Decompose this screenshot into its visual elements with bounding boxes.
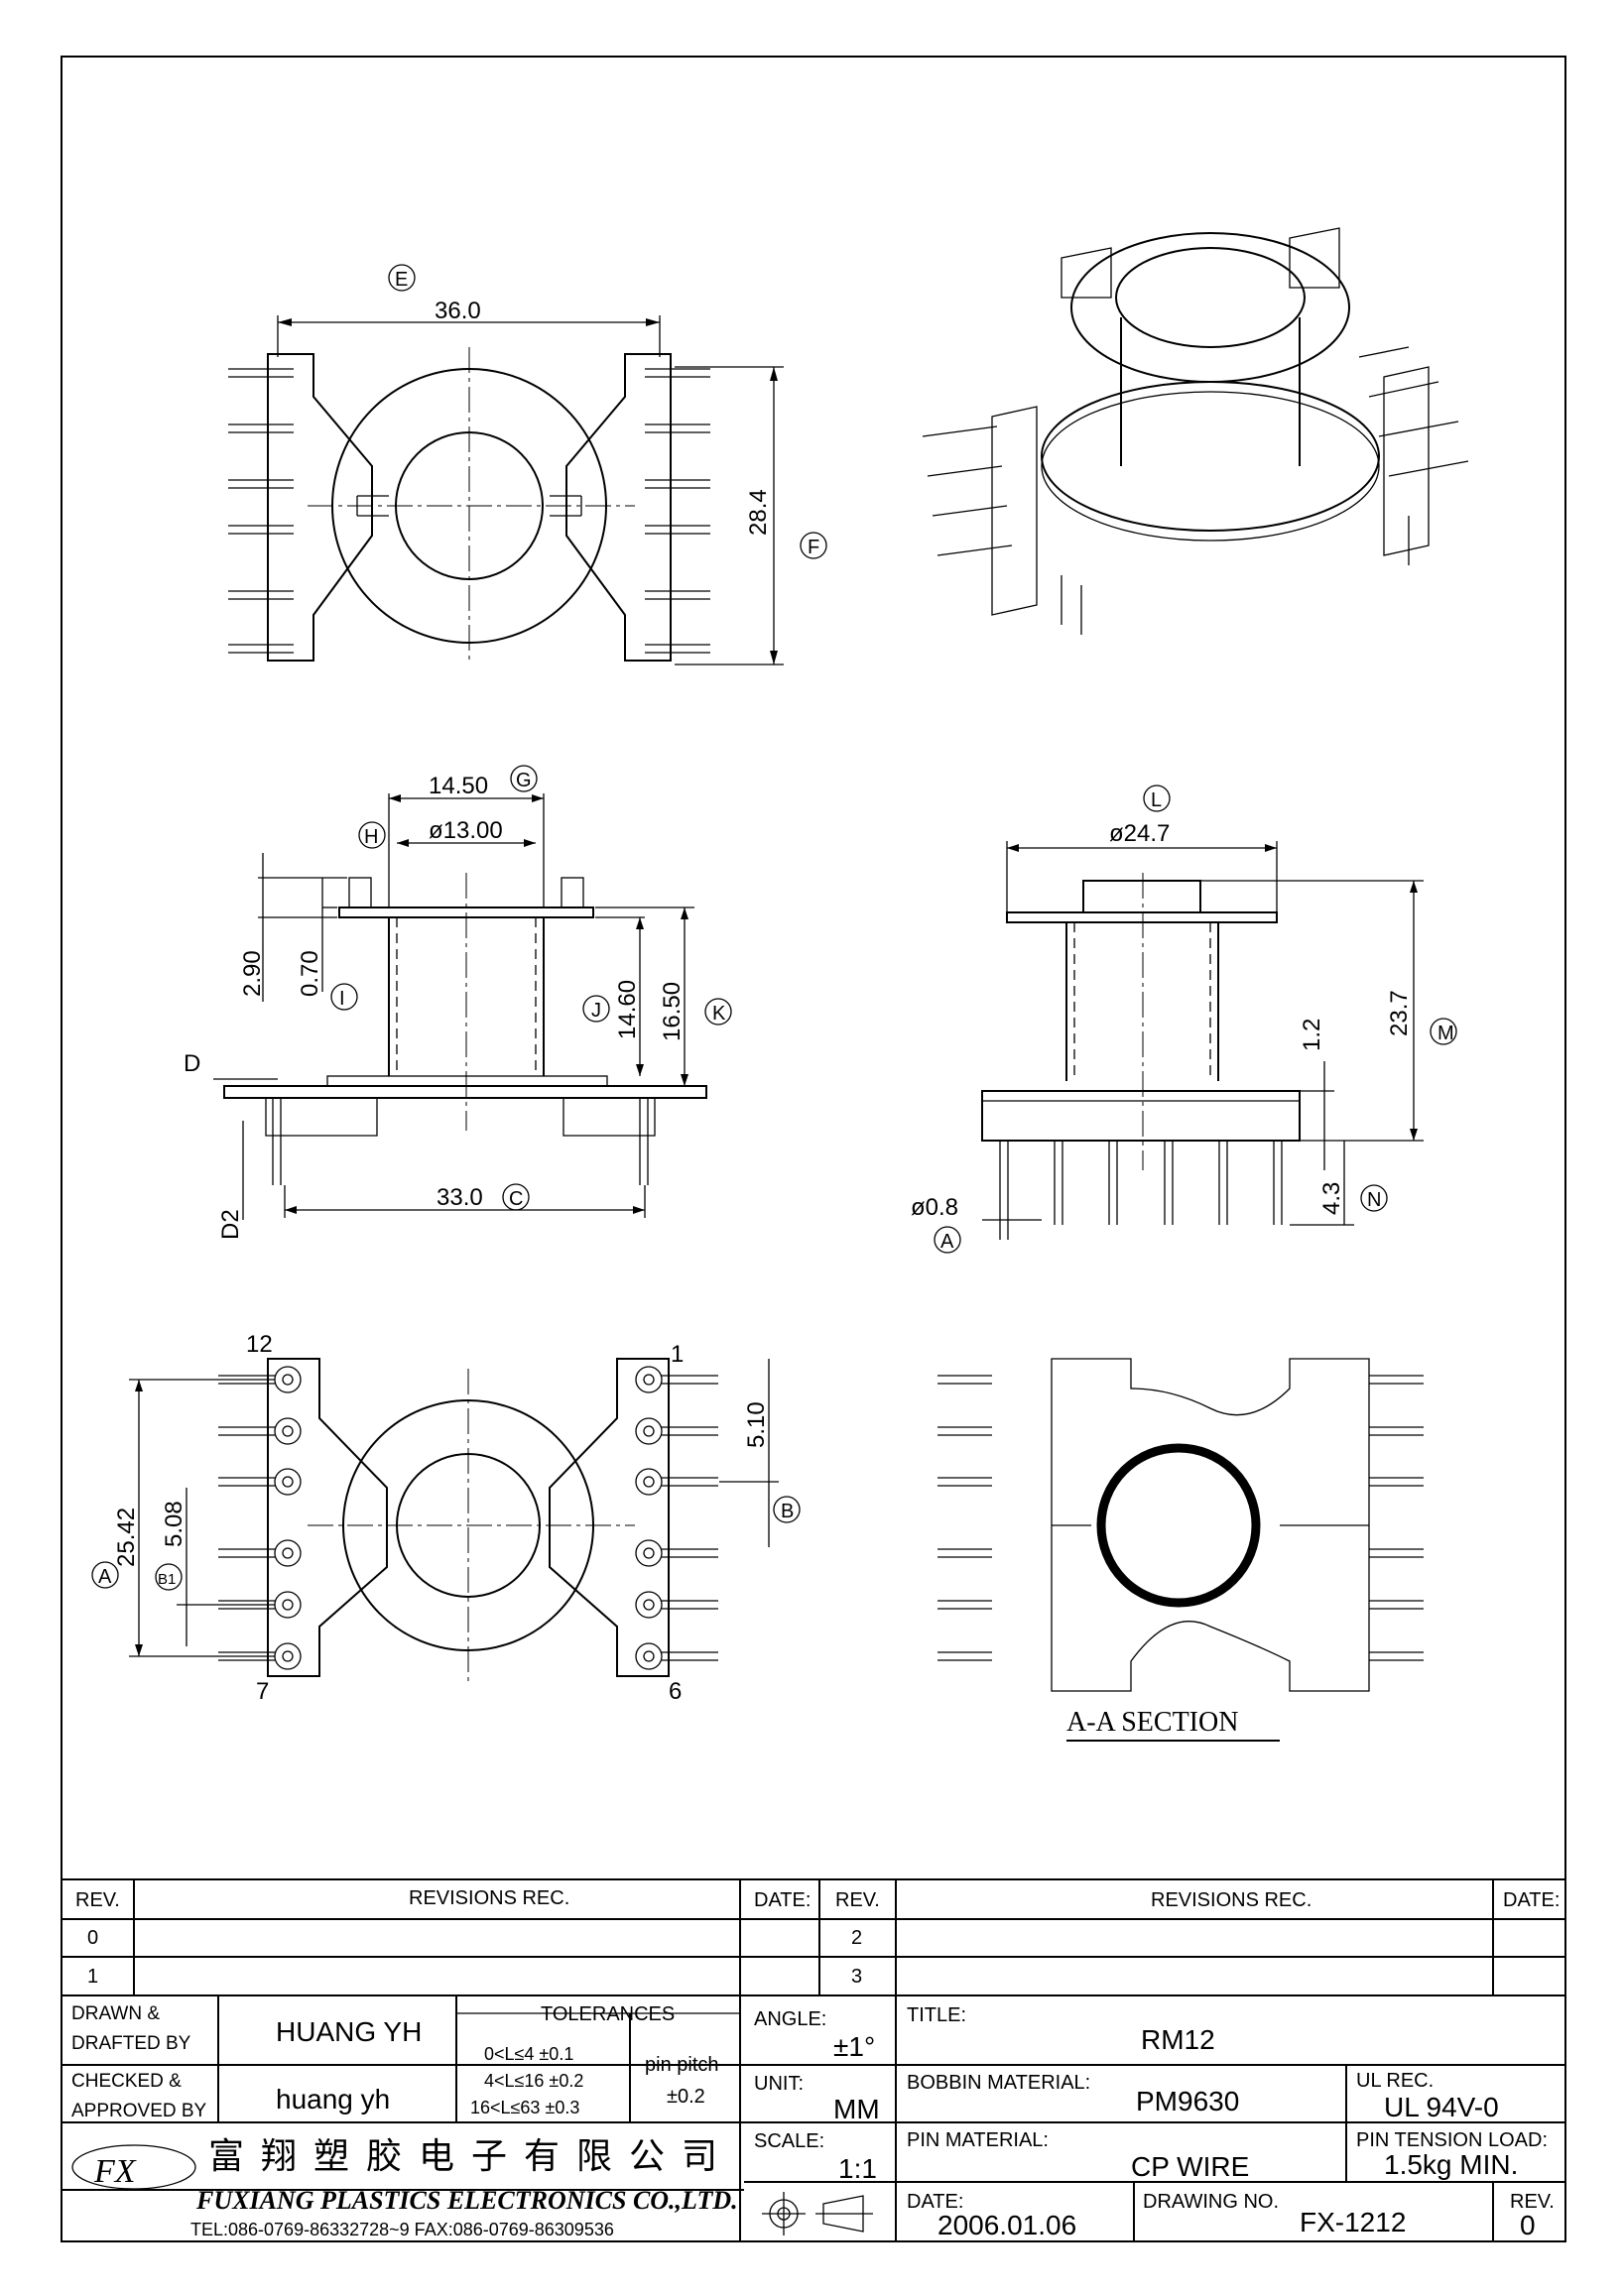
title-label: TITLE:: [907, 2004, 966, 2026]
dim-43: 4.3: [1318, 1182, 1345, 1215]
unit-label: UNIT:: [754, 2073, 804, 2095]
company-contact: TEL:086-0769-86332728~9 FAX:086-0769-863…: [190, 2220, 614, 2239]
pin-label-1: 1: [671, 1341, 684, 1368]
tol-row-1: 0<L≤4 ±0.1: [484, 2044, 573, 2064]
dim-508: 5.08: [161, 1501, 187, 1547]
date-header-right: DATE:: [1503, 1889, 1560, 1911]
label-d: D: [184, 1050, 200, 1077]
drawn-value: HUANG YH: [276, 2016, 422, 2047]
dim-070: 0.70: [297, 950, 323, 997]
drawn-label-2: DRAFTED BY: [71, 2033, 191, 2054]
pin-tension-value: 1.5kg MIN.: [1384, 2149, 1518, 2180]
company-name-cn: 富 翔 塑 胶 电 子 有 限 公 司: [208, 2136, 721, 2176]
tag-510: B: [781, 1501, 794, 1522]
label-d2: D2: [217, 1209, 244, 1240]
dim-290: 2.90: [239, 950, 266, 997]
front-view: 14.50 G ø13.00 H 2.90 0.70 I J 14.60 16.…: [184, 765, 732, 1240]
pin-label-6: 6: [669, 1678, 682, 1705]
tag-height: F: [808, 537, 819, 558]
dim-dia: ø24.7: [1109, 820, 1170, 847]
rev-row-3: 3: [851, 1966, 862, 1988]
tag-508: B1: [158, 1571, 176, 1588]
ul-value: UL 94V-0: [1384, 2092, 1499, 2122]
angle-label: ANGLE:: [754, 2008, 826, 2030]
dim-base: 33.0: [437, 1184, 483, 1211]
tag-width: E: [395, 269, 408, 291]
drawn-label-1: DRAWN &: [71, 2003, 160, 2024]
tag-side-height: M: [1437, 1023, 1454, 1044]
title-block: [62, 1878, 1565, 2241]
dim-1460: 14.60: [614, 980, 641, 1039]
top-view: 36.0 E 28.4 F: [228, 264, 827, 665]
dim-1650: 16.50: [659, 982, 686, 1041]
sheet-border: [61, 56, 1566, 2242]
section-view: A-A SECTION: [937, 1358, 1424, 1742]
company-name-en: FUXIANG PLASTICS ELECTRONICS CO.,LTD.: [195, 2186, 738, 2215]
scale-label: SCALE:: [754, 2130, 824, 2152]
tol-row-2: 4<L≤16 ±0.2: [484, 2071, 583, 2091]
tag-43: N: [1367, 1189, 1381, 1211]
ul-label: UL REC.: [1356, 2070, 1434, 2092]
dim-12: 1.2: [1299, 1019, 1325, 1051]
tag-dia: L: [1151, 789, 1162, 811]
checked-label-1: CHECKED &: [71, 2071, 182, 2092]
dim-510: 5.10: [743, 1401, 770, 1448]
pin-pitch-value: ±0.2: [667, 2086, 705, 2108]
tol-row-3: 16<L≤63 ±0.3: [470, 2098, 579, 2117]
rev-label: REV.: [1510, 2191, 1555, 2213]
tag-flange: G: [516, 770, 532, 791]
pin-material-label: PIN MATERIAL:: [907, 2129, 1049, 2151]
drawing-no-label: DRAWING NO.: [1143, 2191, 1279, 2213]
pin-pitch-label: pin pitch: [645, 2054, 719, 2076]
title-block-text: REV. REVISIONS REC. DATE: REV. REVISIONS…: [71, 1887, 1560, 2240]
checked-label-2: APPROVED BY: [71, 2101, 207, 2121]
bobbin-material-value: PM9630: [1136, 2086, 1239, 2116]
dim-flange: 14.50: [429, 773, 488, 799]
dim-core: ø13.00: [429, 817, 503, 844]
rev-row-1: 1: [87, 1966, 98, 1988]
tag-pin-dia: A: [940, 1231, 954, 1253]
dim-width: 36.0: [435, 298, 481, 324]
side-view: ø24.7 L 23.7 M 1.2 ø0.8 A 4.3 N: [911, 785, 1457, 1254]
svg-text:FX: FX: [93, 2153, 137, 2190]
date-value: 2006.01.06: [937, 2210, 1076, 2240]
date-label: DATE:: [907, 2191, 963, 2213]
tag-2542: A: [98, 1566, 112, 1588]
bottom-view: 12 1 7 6 5.10 B 25.42 A 5.08 B1: [91, 1331, 801, 1705]
angle-value: ±1°: [833, 2031, 875, 2062]
tolerances-title: TOLERANCES: [541, 2003, 675, 2025]
date-header-left: DATE:: [754, 1889, 811, 1911]
scale-value: 1:1: [838, 2153, 877, 2184]
revisions-header-right: REVISIONS REC.: [1151, 1889, 1312, 1911]
dim-side-height: 23.7: [1386, 990, 1413, 1036]
company-logo-icon: FX: [71, 2144, 196, 2190]
pin-tension-label: PIN TENSION LOAD:: [1356, 2129, 1548, 2151]
isometric-view: [922, 227, 1469, 635]
rev-header-left: REV.: [75, 1889, 120, 1911]
unit-value: MM: [833, 2094, 880, 2124]
revisions-header-left: REVISIONS REC.: [409, 1887, 569, 1909]
tag-1460: J: [591, 1000, 601, 1022]
dim-pin-dia: ø0.8: [911, 1194, 958, 1221]
section-caption: A-A SECTION: [1066, 1707, 1238, 1738]
checked-value: huang yh: [276, 2084, 390, 2115]
drawing-no-value: FX-1212: [1300, 2207, 1406, 2237]
pin-material-value: CP WIRE: [1131, 2151, 1249, 2182]
tag-070: I: [339, 988, 345, 1010]
rev-header-right: REV.: [835, 1889, 880, 1911]
rev-value: 0: [1520, 2210, 1536, 2240]
dim-height: 28.4: [745, 489, 772, 536]
pin-label-12: 12: [246, 1331, 273, 1358]
rev-row-0: 0: [87, 1927, 98, 1949]
title-value: RM12: [1141, 2024, 1215, 2055]
dim-2542: 25.42: [113, 1508, 140, 1567]
pin-label-7: 7: [256, 1678, 269, 1705]
projection-symbol-icon: [762, 2192, 873, 2236]
tag-core: H: [364, 826, 378, 848]
tag-1650: K: [712, 1003, 726, 1025]
rev-row-2: 2: [851, 1927, 862, 1949]
bobbin-material-label: BOBBIN MATERIAL:: [907, 2072, 1090, 2094]
tag-base: C: [509, 1188, 523, 1210]
